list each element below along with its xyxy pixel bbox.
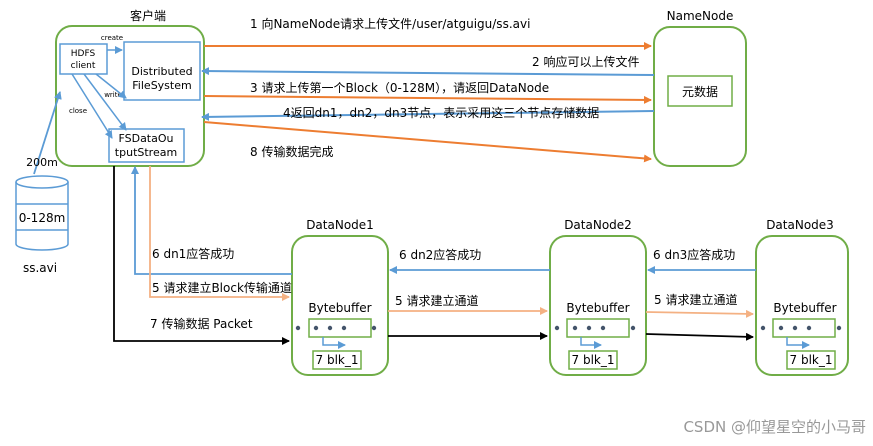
file-range-label: 0-128m — [19, 211, 66, 225]
file-cylinder-body — [15, 182, 69, 251]
datanode1-blk-label: 7 blk_1 — [316, 353, 359, 367]
msg-transfer-complete: 8 传输数据完成 — [250, 144, 333, 159]
file-size-label: 200m — [26, 156, 58, 169]
msg-dn2-pipeline: 5 请求建立通道 — [395, 293, 478, 308]
msg-dn3-ack: 6 dn3应答成功 — [653, 247, 735, 262]
fsdos-label-1: FSDataOu — [118, 132, 173, 145]
close-arrow — [71, 73, 113, 139]
dn1-ack-arrow — [131, 166, 292, 275]
datanode1-blk-box — [312, 350, 362, 370]
hdfs-client-label-1: HDFS — [71, 49, 96, 59]
write-label: write — [104, 91, 122, 99]
write-arrow — [83, 73, 127, 131]
msg-request-block: 3 请求上传第一个Block（0-128M），请返回DataNode — [250, 80, 549, 95]
close-label: close — [69, 107, 87, 115]
msg-response-upload: 2 响应可以上传文件 — [532, 54, 639, 69]
request-block-arrow — [203, 95, 652, 104]
dn2-to-dn3-packet-arrow — [645, 332, 754, 341]
datanode3-flush-arrow — [786, 337, 810, 349]
msg-request-upload: 1 向NameNode请求上传文件/user/atguigu/ss.avi — [250, 16, 530, 31]
dfs-label-2: FileSystem — [132, 79, 191, 92]
msg-dn2-ack: 6 dn2应答成功 — [399, 247, 481, 262]
datanode3-title: DataNode3 — [766, 218, 834, 232]
distributed-filesystem-box — [123, 41, 201, 101]
datanode2-blk-box — [568, 350, 618, 370]
datanode1-buffer-label: Bytebuffer — [308, 301, 371, 315]
return-datanodes-arrow — [201, 110, 655, 121]
transfer-complete-arrow — [203, 121, 652, 163]
file-cylinder-top — [15, 175, 69, 189]
datanode3-blk-box — [786, 350, 836, 370]
datanode1-title: DataNode1 — [306, 218, 374, 232]
client-title: 客户端 — [130, 8, 166, 23]
msg-return-datanodes: 4返回dn1，dn2，dn3节点，表示采用这三个节点存储数据 — [283, 105, 599, 120]
file-name-label: ss.avi — [23, 261, 57, 275]
datanode1-buffer-box — [308, 318, 372, 338]
fsdos-label-2: tputStream — [115, 146, 177, 159]
csdn-watermark: CSDN @仰望星空的小马哥 — [683, 418, 866, 436]
datanode2-blk-label: 7 blk_1 — [572, 353, 615, 367]
datanode2-buffer-box — [566, 318, 630, 338]
dn2-to-dn3-pipeline-arrow — [645, 309, 754, 318]
metadata-box — [667, 75, 733, 107]
msg-request-pipeline: 5 请求建立Block传输通道 — [152, 280, 292, 295]
msg-dn1-ack: 6 dn1应答成功 — [152, 246, 234, 261]
metadata-label: 元数据 — [682, 84, 718, 99]
packet-dots — [295, 325, 842, 331]
hdfs-client-label-2: client — [71, 61, 96, 71]
response-upload-arrow — [201, 67, 655, 76]
client-to-dfs-arrow — [95, 73, 127, 99]
datanode3-blk-label: 7 blk_1 — [790, 353, 833, 367]
create-label: create — [101, 34, 123, 42]
hdfs-client-box — [59, 43, 108, 75]
namenode-title: NameNode — [667, 9, 734, 23]
fsdataoutputstream-box — [108, 128, 185, 163]
datanode3-box — [755, 235, 849, 376]
datanode2-flush-arrow — [580, 337, 602, 349]
file-to-client-arrow — [33, 91, 62, 175]
msg-dn3-pipeline: 5 请求建立通道 — [654, 292, 737, 307]
datanode2-title: DataNode2 — [564, 218, 632, 232]
datanode3-buffer-label: Bytebuffer — [773, 301, 836, 315]
datanode2-box — [549, 235, 647, 376]
datanode1-box — [291, 235, 389, 376]
datanode1-flush-arrow — [322, 337, 346, 349]
request-pipeline-arrow — [149, 166, 290, 301]
datanode2-buffer-label: Bytebuffer — [566, 301, 629, 315]
packet-transfer-arrow — [113, 166, 290, 345]
dfs-label-1: Distributed — [131, 65, 192, 78]
msg-packet-transfer: 7 传输数据 Packet — [150, 316, 253, 331]
datanode3-buffer-box — [772, 318, 836, 338]
